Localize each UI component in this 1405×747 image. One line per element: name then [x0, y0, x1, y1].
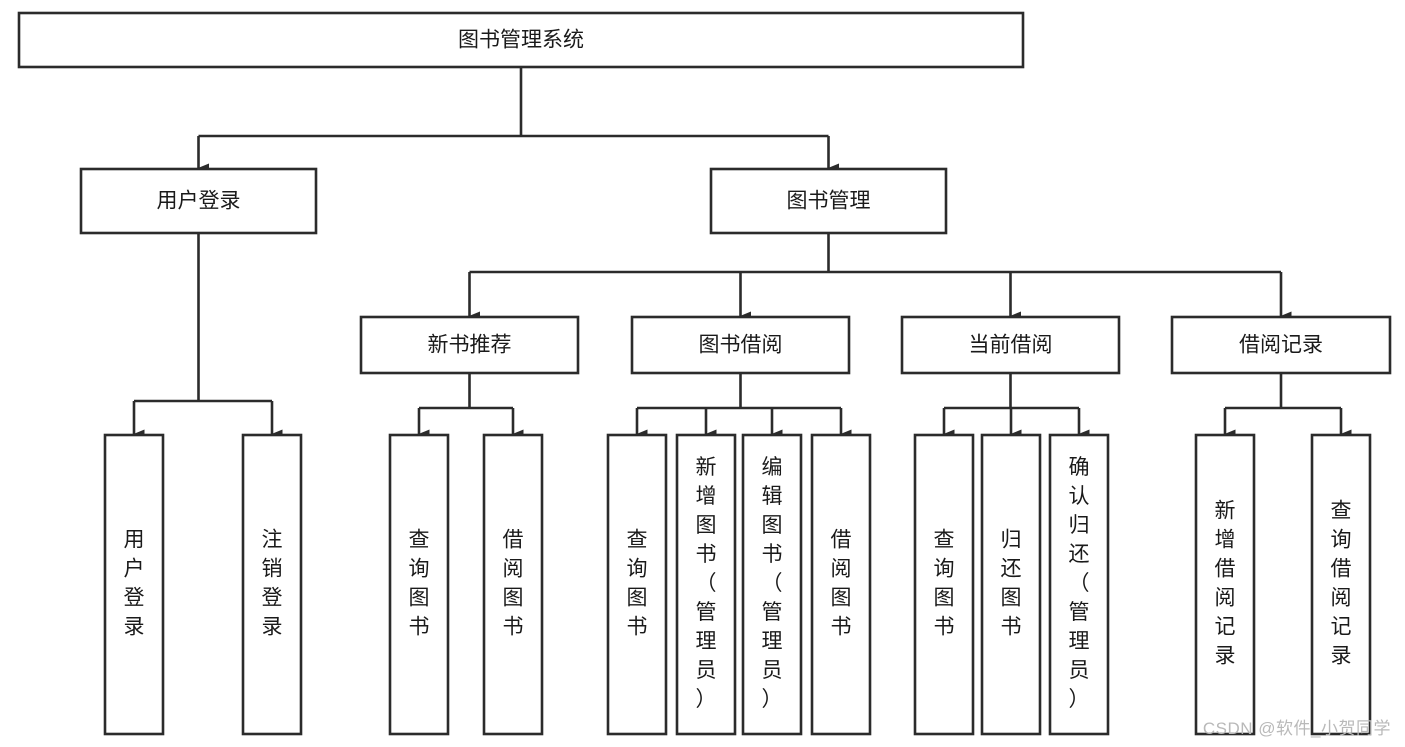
node-label: 查询图书 — [409, 529, 430, 639]
node-label: 编辑图书（管理员） — [762, 456, 783, 711]
node-leaf-7[interactable]: 借阅图书 — [810, 433, 872, 736]
node-box[interactable] — [810, 433, 872, 736]
node-leaf-9[interactable]: 归还图书 — [980, 433, 1042, 736]
node-box[interactable] — [103, 433, 165, 736]
node-leaf-0[interactable]: 用户登录 — [103, 433, 165, 736]
node-label: 查询图书 — [934, 529, 955, 639]
csdn-watermark: CSDN @软件_小贺同学 — [1202, 719, 1391, 738]
node-leaf-5[interactable]: 新增图书（管理员） — [675, 433, 737, 736]
node-label: 当前借阅 — [969, 334, 1053, 357]
node-box[interactable] — [709, 167, 948, 235]
node-box[interactable] — [1310, 433, 1372, 736]
node-box[interactable] — [241, 433, 303, 736]
node-label: 借阅图书 — [831, 529, 852, 639]
node-label: 图书借阅 — [699, 334, 783, 357]
node-box[interactable] — [359, 315, 580, 375]
node-box[interactable] — [79, 167, 318, 235]
node-level2-1[interactable]: 图书借阅 — [630, 315, 851, 375]
node-label: 查询借阅记录 — [1331, 500, 1352, 668]
node-leaf-8[interactable]: 查询图书 — [913, 433, 975, 736]
node-root-0[interactable]: 图书管理系统 — [17, 11, 1025, 69]
node-box[interactable] — [913, 433, 975, 736]
node-leaf-2[interactable]: 查询图书 — [388, 433, 450, 736]
nodes-layer: 图书管理系统用户登录图书管理新书推荐图书借阅当前借阅借阅记录用户登录注销登录查询… — [17, 11, 1392, 736]
node-leaf-6[interactable]: 编辑图书（管理员） — [741, 433, 803, 736]
node-box[interactable] — [741, 433, 803, 736]
node-leaf-11[interactable]: 新增借阅记录 — [1194, 433, 1256, 736]
node-leaf-3[interactable]: 借阅图书 — [482, 433, 544, 736]
node-label: 图书管理系统 — [458, 29, 584, 52]
node-box[interactable] — [606, 433, 668, 736]
node-label: 用户登录 — [157, 190, 241, 213]
node-box[interactable] — [900, 315, 1121, 375]
node-label: 确认归还（管理员） — [1069, 456, 1090, 711]
node-box[interactable] — [1170, 315, 1392, 375]
node-label: 借阅图书 — [503, 529, 524, 639]
node-label: 用户登录 — [124, 529, 145, 639]
node-box[interactable] — [1048, 433, 1110, 736]
node-box[interactable] — [675, 433, 737, 736]
node-label: 借阅记录 — [1239, 334, 1323, 357]
node-box[interactable] — [17, 11, 1025, 69]
node-leaf-10[interactable]: 确认归还（管理员） — [1048, 433, 1110, 736]
node-level1-0[interactable]: 用户登录 — [79, 167, 318, 235]
node-leaf-4[interactable]: 查询图书 — [606, 433, 668, 736]
node-leaf-1[interactable]: 注销登录 — [241, 433, 303, 736]
node-label: 注销登录 — [262, 529, 283, 639]
node-level1-1[interactable]: 图书管理 — [709, 167, 948, 235]
node-level2-0[interactable]: 新书推荐 — [359, 315, 580, 375]
node-label: 图书管理 — [787, 190, 871, 213]
node-box[interactable] — [630, 315, 851, 375]
node-label: 新增借阅记录 — [1215, 500, 1236, 668]
node-box[interactable] — [980, 433, 1042, 736]
node-level2-3[interactable]: 借阅记录 — [1170, 315, 1392, 375]
node-box[interactable] — [1194, 433, 1256, 736]
node-label: 归还图书 — [1001, 529, 1022, 639]
node-label: 查询图书 — [627, 529, 648, 639]
node-level2-2[interactable]: 当前借阅 — [900, 315, 1121, 375]
node-label: 新增图书（管理员） — [696, 456, 717, 711]
node-box[interactable] — [482, 433, 544, 736]
node-leaf-12[interactable]: 查询借阅记录 — [1310, 433, 1372, 736]
node-label: 新书推荐 — [428, 334, 512, 357]
node-box[interactable] — [388, 433, 450, 736]
connectors-layer — [132, 67, 1352, 439]
